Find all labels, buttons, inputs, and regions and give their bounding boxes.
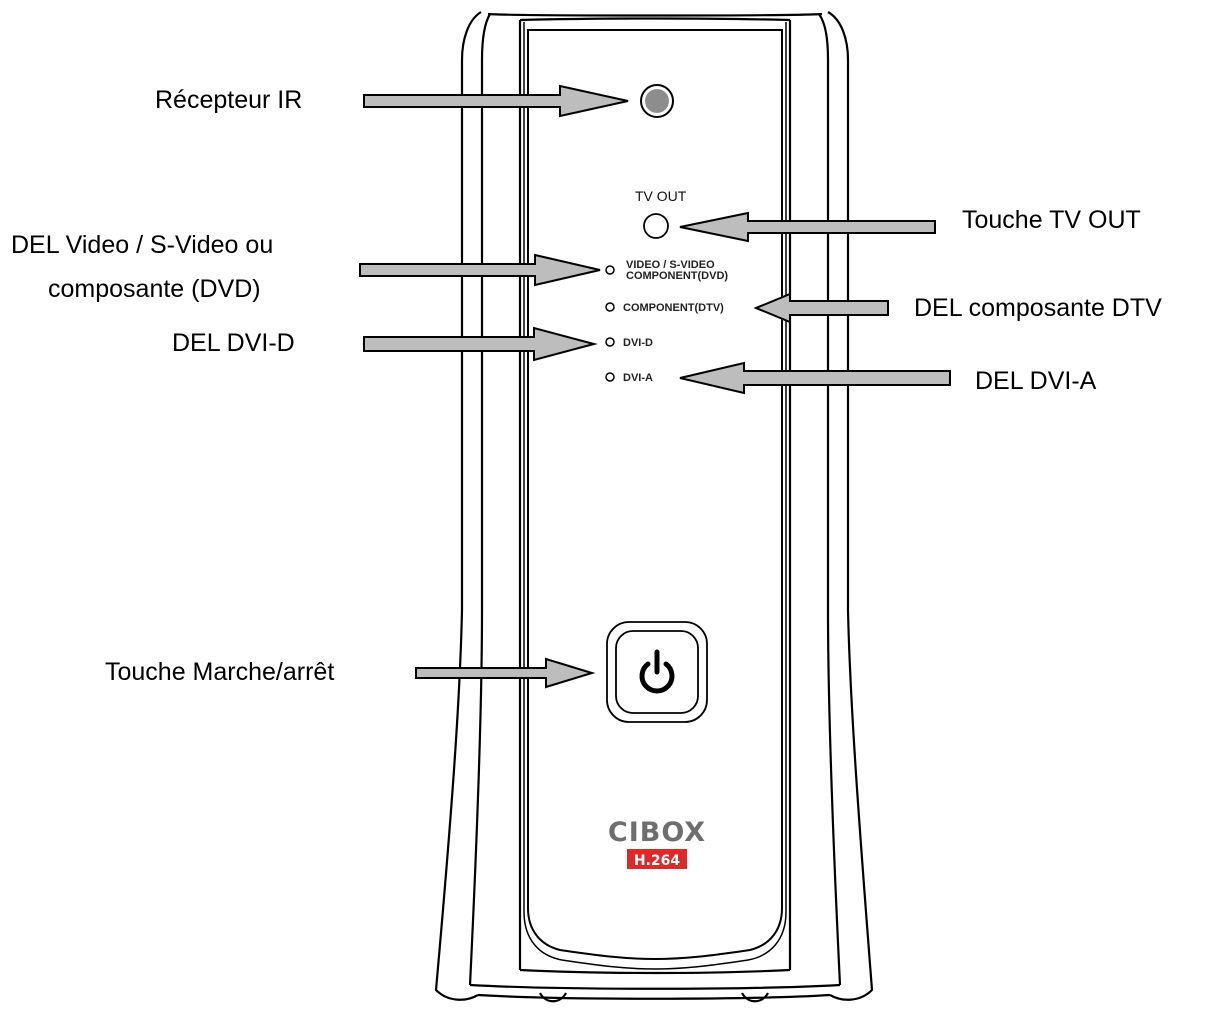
led-dvi-a bbox=[605, 372, 615, 382]
callout-power-button: Touche Marche/arrêt bbox=[105, 658, 335, 686]
callout-led-video-line2: composante (DVD) bbox=[48, 275, 261, 303]
logo-brand: CIBOX bbox=[608, 817, 706, 848]
ir-receiver-window bbox=[640, 84, 674, 118]
callout-led-dvi-d: DEL DVI-D bbox=[172, 329, 295, 357]
power-button[interactable] bbox=[606, 621, 708, 723]
arrow-icon bbox=[359, 253, 601, 287]
cibox-logo: CIBOX H.264 bbox=[608, 817, 706, 869]
power-icon bbox=[639, 649, 675, 694]
panel-led-component-dtv: COMPONENT(DTV) bbox=[623, 302, 724, 314]
logo-badge: H.264 bbox=[634, 853, 681, 869]
led-dvi-d bbox=[605, 337, 615, 347]
panel-led-dvi-d: DVI-D bbox=[623, 337, 653, 349]
panel-led-video-line2: COMPONENT(DVD) bbox=[626, 270, 728, 282]
panel-led-dvi-a: DVI-A bbox=[623, 372, 653, 384]
arrow-icon bbox=[363, 326, 598, 362]
arrow-icon bbox=[363, 84, 629, 118]
callout-led-video-line1: DEL Video / S-Video ou bbox=[11, 231, 274, 259]
led-component-dtv bbox=[605, 302, 615, 312]
callout-led-dvi-a: DEL DVI-A bbox=[975, 367, 1097, 395]
logo-badge-background bbox=[627, 849, 687, 869]
arrow-icon bbox=[415, 657, 596, 689]
arrow-icon bbox=[679, 361, 951, 395]
callout-led-component-dtv: DEL composante DTV bbox=[914, 294, 1162, 322]
arrow-icon bbox=[753, 292, 889, 324]
panel-tv-out-label: TV OUT bbox=[635, 188, 687, 204]
device-body bbox=[434, 11, 874, 1003]
panel-led-video-line1: VIDEO / S-VIDEO bbox=[626, 259, 715, 271]
callout-ir-receiver: Récepteur IR bbox=[155, 86, 303, 114]
led-video-svideo-dvd bbox=[605, 265, 615, 275]
tv-out-button[interactable] bbox=[643, 213, 669, 239]
front-panel bbox=[523, 22, 787, 970]
callout-tv-out-button: Touche TV OUT bbox=[962, 206, 1141, 234]
arrow-icon bbox=[679, 211, 936, 243]
